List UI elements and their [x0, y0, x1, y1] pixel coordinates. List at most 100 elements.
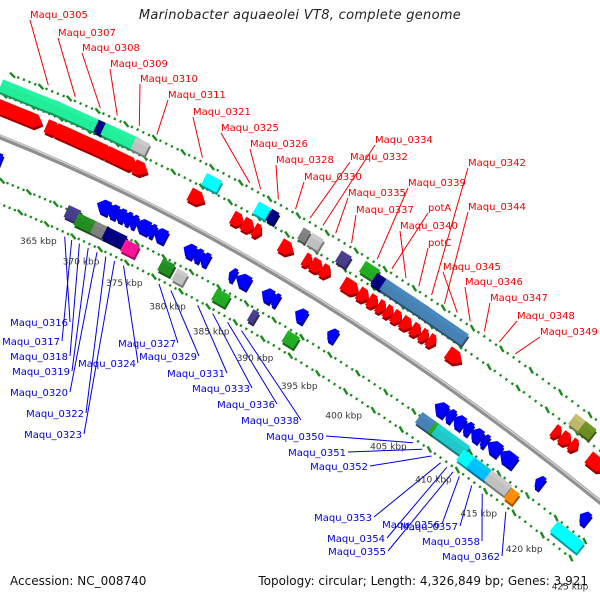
leader-line-forward	[483, 302, 491, 332]
gene-arrow-face	[276, 238, 294, 255]
gene-box-highlight	[1, 79, 63, 108]
gene-arrow-forward	[364, 293, 379, 311]
tick-mark	[222, 197, 226, 201]
tick-mark	[565, 525, 570, 529]
tick-mark	[256, 308, 260, 312]
gene-arrow-reverse	[434, 402, 451, 421]
tick-mark	[553, 514, 559, 522]
gene-arrow-forward	[549, 424, 562, 441]
tick-mark	[348, 245, 352, 249]
tick-mark	[11, 183, 15, 187]
gene-arrow-forward	[407, 321, 421, 340]
gene-arrow-face	[183, 243, 198, 260]
tick-mark	[557, 417, 561, 421]
kbp-label: 380 kbp	[149, 303, 186, 313]
gene-arrow-face	[499, 450, 520, 469]
gene-box	[157, 258, 177, 280]
tick-mark	[136, 128, 140, 132]
gene-arrow-face	[186, 187, 205, 205]
tick-mark	[546, 538, 550, 542]
tick-mark	[291, 236, 295, 240]
tick-mark	[405, 431, 409, 436]
gene-label-reverse: Maqu_0323	[24, 430, 82, 441]
gene-box-face	[100, 122, 141, 152]
tick-mark	[438, 455, 443, 460]
tick-mark	[493, 369, 497, 373]
tick-mark	[324, 229, 331, 237]
gene-arrow-reverse	[0, 152, 5, 171]
tick-mark	[70, 232, 77, 240]
gene-arrow-face	[108, 204, 121, 220]
gene-arrow-face	[462, 421, 475, 436]
leader-line-reverse	[441, 476, 460, 525]
kbp-label: 395 kbp	[281, 382, 318, 392]
tick-mark	[113, 117, 117, 121]
tick-mark	[150, 273, 157, 281]
tick-mark	[528, 395, 532, 399]
gene-box-highlight	[461, 449, 475, 462]
tick-mark	[511, 509, 517, 517]
tick-mark	[227, 198, 234, 206]
kbp-label: 370 kbp	[63, 257, 100, 267]
leader-line-reverse	[369, 455, 432, 467]
gene-box	[297, 227, 312, 246]
kbp-label: 425 kbp	[552, 582, 589, 592]
tick-mark	[531, 498, 535, 502]
gene-arrow-reverse	[123, 211, 135, 229]
tick-mark	[453, 314, 457, 318]
gene-label-forward: Maqu_0309	[110, 59, 168, 70]
gene-box	[305, 232, 325, 254]
tick-mark	[299, 361, 303, 365]
gene-label-forward: Maqu_0347	[490, 293, 548, 304]
tick-mark	[239, 324, 243, 328]
gene-box-face	[358, 260, 381, 282]
tick-mark	[25, 188, 33, 196]
tick-mark	[570, 399, 574, 403]
tick-mark	[361, 375, 365, 379]
tick-mark	[537, 502, 541, 507]
gene-box-highlight	[582, 421, 597, 434]
tick-mark	[136, 266, 140, 270]
tick-mark	[109, 252, 113, 257]
tick-mark	[123, 120, 130, 128]
gene-box	[431, 423, 471, 460]
gene-arrow-reverse	[462, 421, 476, 439]
tick-mark	[205, 302, 212, 311]
gene-box-highlight	[251, 309, 260, 317]
tick-mark	[422, 443, 426, 448]
tick-mark	[215, 283, 223, 291]
tick-mark	[168, 283, 172, 287]
tick-mark	[410, 435, 415, 440]
gene-arrow-reverse	[445, 408, 458, 426]
tick-mark	[96, 245, 104, 253]
tick-mark	[495, 498, 499, 502]
gene-arrow-shadow	[0, 155, 5, 171]
gene-arrow-face	[235, 273, 253, 291]
gene-box-face	[549, 521, 585, 553]
tick-mark	[295, 211, 302, 220]
gene-box-highlight	[310, 232, 325, 244]
tick-mark	[50, 89, 54, 93]
tick-mark	[480, 459, 484, 463]
gene-arrow-reverse	[261, 288, 277, 307]
tick-mark	[73, 99, 77, 103]
tick-mark	[8, 206, 12, 210]
gene-label-forward: Maqu_0307	[58, 28, 116, 39]
tick-mark	[360, 400, 364, 405]
gene-arrow-reverse	[453, 415, 468, 434]
tick-mark	[188, 179, 192, 183]
gene-label-forward: Maqu_0332	[350, 152, 408, 163]
tick-mark	[158, 139, 162, 143]
tick-mark	[494, 343, 498, 347]
gene-arrow-reverse	[153, 228, 170, 247]
tick-mark	[48, 200, 52, 204]
tick-mark	[370, 406, 377, 414]
gene-box-highlight	[123, 239, 140, 251]
gene-box	[577, 421, 597, 443]
gene-arrow-face	[153, 228, 170, 244]
gene-label-forward: potC	[428, 238, 451, 249]
tick-mark	[563, 421, 567, 425]
gene-box-face	[418, 305, 469, 346]
leader-line-forward	[498, 320, 518, 343]
gene-box	[130, 137, 152, 159]
